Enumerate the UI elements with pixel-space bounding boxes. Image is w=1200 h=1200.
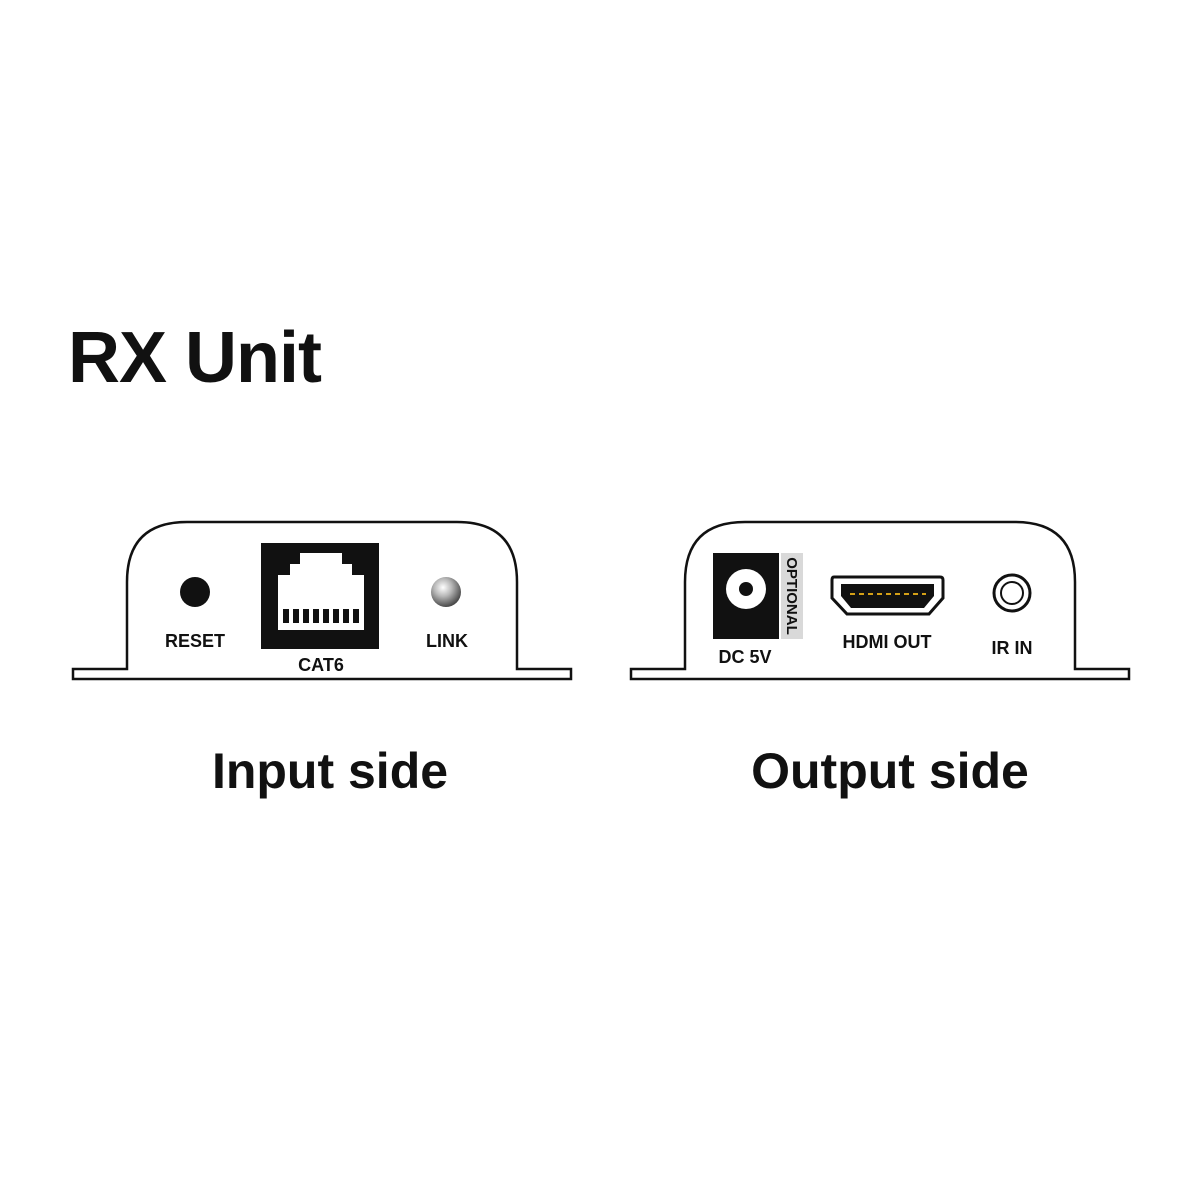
hdmi-label: HDMI OUT: [843, 632, 932, 652]
optional-label: OPTIONAL: [783, 557, 800, 635]
ir-label: IR IN: [991, 638, 1032, 658]
reset-label: RESET: [165, 631, 225, 651]
dc-label: DC 5V: [718, 647, 771, 667]
page-title: RX Unit: [68, 318, 322, 398]
rj45-port-icon[interactable]: [261, 543, 379, 649]
input-side-panel: RESET CAT6 LINK: [71, 520, 573, 681]
input-side-caption: Input side: [211, 743, 449, 799]
reset-button-icon[interactable]: [180, 577, 210, 607]
cat6-label: CAT6: [298, 655, 344, 675]
ir-jack-icon[interactable]: [992, 573, 1032, 613]
output-side-panel: OPTIONAL DC 5V HDMI OUT IR IN: [629, 520, 1131, 681]
dc-jack-icon[interactable]: [713, 553, 779, 639]
led-indicator-icon: [431, 577, 461, 607]
output-side-caption: Output side: [751, 743, 1029, 799]
link-label: LINK: [426, 631, 468, 651]
optional-strip: [781, 553, 803, 639]
hdmi-port-icon[interactable]: [830, 575, 945, 616]
